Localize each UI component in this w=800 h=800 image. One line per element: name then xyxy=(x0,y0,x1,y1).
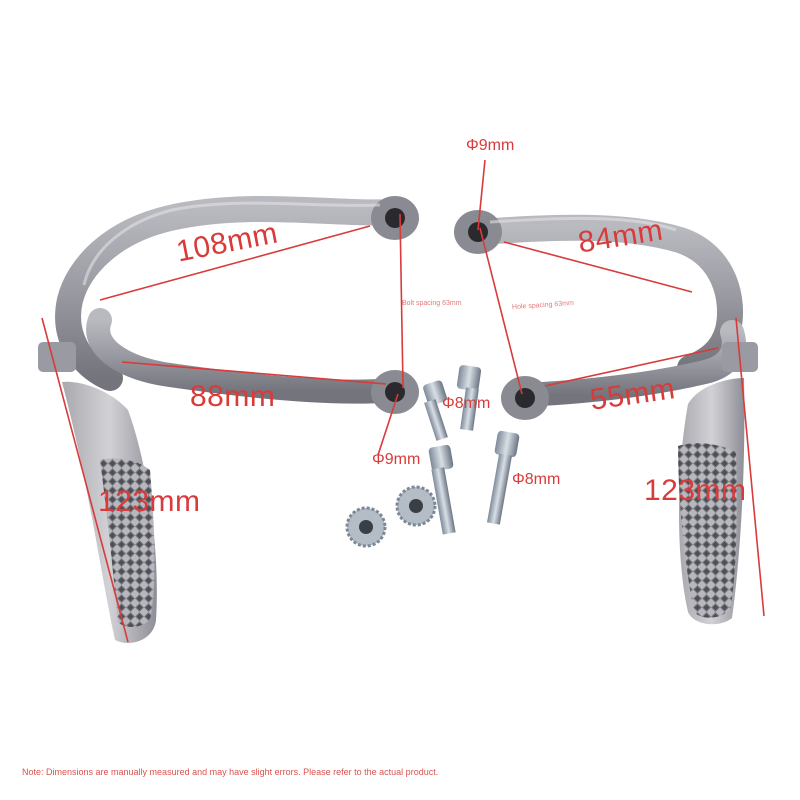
dim-line-left-top xyxy=(99,225,371,301)
label-right-peg-length: 123mm xyxy=(644,474,747,507)
label-bottom-hole-diameter: Φ9mm xyxy=(372,451,421,468)
right-bottom-hole xyxy=(515,388,535,408)
dim-line-left-peg xyxy=(41,317,129,643)
dim-line-right-peg xyxy=(735,317,765,617)
left-footpeg-grip xyxy=(100,458,155,627)
right-footpeg-grip xyxy=(678,443,737,618)
flange-nut-2 xyxy=(345,506,387,548)
label-top-hole-diameter: Φ9mm xyxy=(466,137,515,154)
left-bottom-hole xyxy=(385,382,405,402)
dim-line-top-hole xyxy=(477,159,486,231)
dim-line-left-bottom xyxy=(121,361,387,385)
label-bolt-spacing: Bolt spacing 63mm xyxy=(402,300,462,307)
dim-line-right-bottom xyxy=(544,347,719,387)
flange-nut-1 xyxy=(395,485,437,527)
left-upper-tube xyxy=(55,195,408,391)
disclaimer-note: Note: Dimensions are manually measured a… xyxy=(22,767,439,777)
left-hinge xyxy=(38,342,76,372)
right-bracket xyxy=(454,210,758,625)
bolt-3 xyxy=(428,444,456,535)
dimension-lines xyxy=(41,159,765,643)
hardware xyxy=(345,365,520,548)
label-bolt-diameter-upper: Φ8mm xyxy=(442,395,491,412)
label-left-bottom-length: 88mm xyxy=(190,380,276,413)
dim-line-right-top xyxy=(503,241,693,293)
dim-line-bottom-hole xyxy=(377,393,399,456)
highlights xyxy=(82,201,677,286)
dim-line-bolt-spacing xyxy=(399,213,404,389)
bolt-4 xyxy=(487,430,520,525)
left-bracket xyxy=(38,195,419,644)
dim-line-hole-spacing xyxy=(479,227,523,395)
left-top-hole xyxy=(385,208,405,228)
left-lower-tube xyxy=(86,308,407,404)
bolt-1 xyxy=(423,380,448,441)
label-bolt-diameter-lower: Φ8mm xyxy=(512,471,561,488)
bolt-2 xyxy=(456,365,482,431)
label-left-peg-length: 123mm xyxy=(98,485,201,518)
right-upper-tube xyxy=(465,214,743,381)
